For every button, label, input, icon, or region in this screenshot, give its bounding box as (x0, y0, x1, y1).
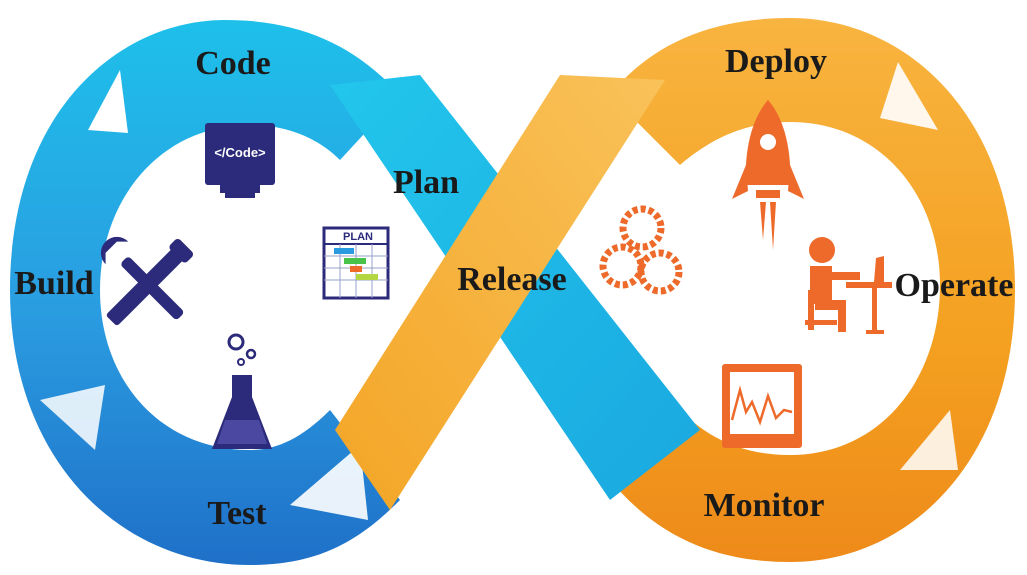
right-loop-orange (610, 18, 1015, 562)
release-band-orange (335, 75, 665, 510)
rocket-icon (732, 100, 804, 250)
flask-icon (212, 333, 272, 449)
stage-label-test: Test (207, 495, 267, 532)
stage-label-code: Code (195, 45, 271, 82)
stage-label-build: Build (14, 265, 93, 302)
stage-label-operate: Operate (895, 267, 1014, 304)
monitor-code-icon: </Code> (205, 123, 275, 198)
plan-chart-icon: PLAN (322, 226, 390, 300)
gears-icon (599, 205, 683, 295)
stage-label-monitor: Monitor (704, 487, 825, 524)
monitor-graph-icon (722, 364, 802, 448)
plan-header-text: PLAN (343, 231, 373, 243)
code-screen-text: </Code> (214, 145, 266, 160)
stage-label-release: Release (457, 261, 567, 298)
person-at-desk-icon (805, 237, 892, 334)
stage-label-deploy: Deploy (725, 43, 827, 80)
stage-label-plan: Plan (393, 164, 459, 201)
tools-icon (100, 236, 194, 326)
left-loop-blue (10, 20, 400, 565)
